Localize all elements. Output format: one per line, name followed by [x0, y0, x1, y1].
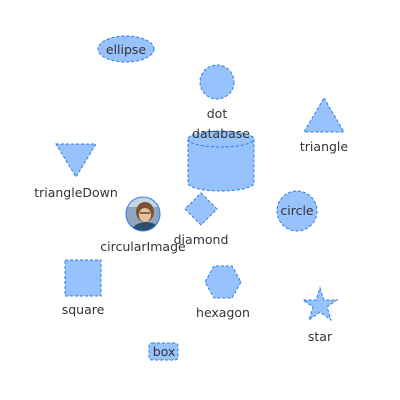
box-shape — [148, 342, 179, 361]
dot-shape — [199, 64, 235, 100]
node-diamond-label: diamond — [174, 232, 229, 247]
node-box[interactable]: box — [148, 342, 179, 361]
star-shape — [301, 286, 339, 322]
node-square[interactable]: square — [62, 259, 105, 317]
circular-image-avatar — [126, 197, 160, 231]
triangle-shape — [303, 97, 345, 133]
node-triangle-down-label: triangleDown — [34, 185, 118, 200]
node-database[interactable]: database — [187, 126, 255, 192]
node-dot[interactable]: dot — [199, 64, 235, 121]
hexagon-shape — [204, 265, 242, 299]
node-triangle-label: triangle — [300, 139, 349, 154]
node-ellipse-label: ellipse — [106, 42, 147, 57]
node-database-label: database — [192, 126, 250, 141]
node-star[interactable]: star — [301, 286, 339, 344]
database-rim — [187, 138, 255, 148]
node-circle-label: circle — [280, 203, 314, 218]
node-triangle-down[interactable]: triangleDown — [34, 143, 118, 200]
diamond-shape — [184, 192, 218, 226]
circle-shape — [276, 190, 318, 232]
node-triangle[interactable]: triangle — [300, 97, 349, 154]
node-circular-image[interactable]: circularImage — [100, 196, 186, 254]
ellipse-shape — [97, 35, 155, 63]
node-ellipse[interactable]: ellipse — [97, 35, 155, 63]
node-diamond[interactable]: diamond — [174, 192, 229, 247]
node-box-label: box — [153, 344, 176, 359]
triangle-down-shape — [55, 143, 97, 178]
square-shape — [64, 259, 102, 297]
circular-image-border — [125, 196, 161, 232]
node-square-label: square — [62, 302, 105, 317]
node-hexagon-label: hexagon — [196, 305, 250, 320]
node-circle[interactable]: circle — [276, 190, 318, 232]
node-star-label: star — [308, 329, 333, 344]
node-dot-label: dot — [207, 106, 228, 121]
node-hexagon[interactable]: hexagon — [196, 265, 250, 320]
node-circular-image-label: circularImage — [100, 239, 186, 254]
